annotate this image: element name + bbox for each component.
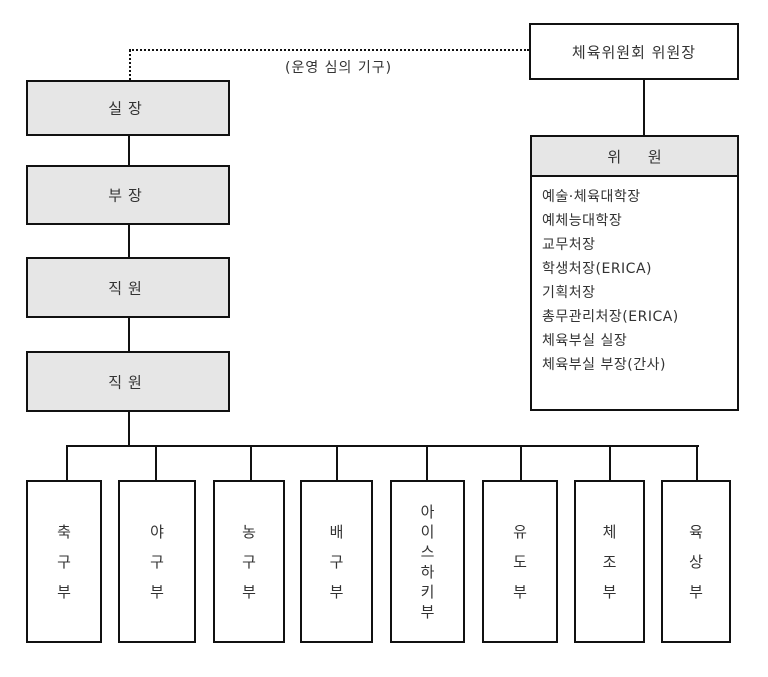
member-item: 예술·체육대학장 — [542, 189, 641, 205]
member-item: 체육부실 부장(간사) — [542, 357, 666, 373]
director-box: 실장 — [26, 80, 230, 136]
teams-bus-line — [66, 445, 699, 447]
connector-staff-staff — [128, 318, 130, 351]
committee-chair-label: 체육위원회 위원장 — [571, 43, 697, 61]
chair-to-members-connector — [643, 80, 645, 135]
team-label-char: 유 — [513, 522, 527, 541]
team-connector — [250, 446, 252, 480]
staff-box-1: 직원 — [26, 257, 230, 318]
member-item: 교무처장 — [542, 237, 596, 253]
staff-box-2: 직원 — [26, 351, 230, 412]
team-connector — [520, 446, 522, 480]
connector-director-manager — [128, 136, 130, 166]
team-label-char: 부 — [329, 582, 344, 601]
team-label-char: 부 — [689, 582, 703, 601]
committee-members-box: 위 원 예술·체육대학장 예체능대학장 교무처장 학생처장(ERICA) 기획처… — [530, 135, 739, 411]
team-label-char: 부 — [242, 582, 256, 601]
team-label-char: 키 — [420, 582, 435, 601]
staff-label-1: 직원 — [108, 279, 148, 297]
staff-label-2: 직원 — [108, 373, 148, 391]
team-connector — [336, 446, 338, 480]
team-label-char: 스 — [420, 542, 435, 561]
members-header: 위 원 — [532, 137, 737, 177]
member-item: 체육부실 실장 — [542, 333, 628, 349]
connector-manager-staff — [128, 225, 130, 257]
manager-label: 부장 — [108, 186, 148, 205]
team-label-char: 체 — [602, 522, 617, 541]
team-connector — [696, 446, 698, 480]
team-label-char: 부 — [420, 602, 435, 621]
team-label-char: 축 — [57, 522, 71, 541]
advisory-note: (운영 심의 기구) — [285, 60, 393, 76]
team-label-char: 부 — [602, 582, 617, 601]
team-label-char: 구 — [150, 552, 164, 571]
connector-staff-teams — [128, 412, 130, 447]
team-label-char: 야 — [150, 522, 164, 541]
team-label-char: 이 — [420, 522, 435, 541]
team-label-char: 구 — [57, 552, 71, 571]
team-label-char: 구 — [242, 552, 256, 571]
team-label-char: 하 — [420, 562, 435, 581]
team-label-char: 육 — [689, 522, 703, 541]
team-connector — [155, 446, 157, 480]
members-list: 예술·체육대학장 예체능대학장 교무처장 학생처장(ERICA) 기획처장 총무… — [532, 177, 737, 377]
team-label-char: 조 — [602, 552, 617, 571]
member-item: 학생처장(ERICA) — [542, 261, 652, 277]
member-item: 기획처장 — [542, 285, 596, 301]
manager-box: 부장 — [26, 165, 230, 225]
team-label-char: 부 — [513, 582, 527, 601]
team-label-char: 배 — [329, 522, 344, 541]
advisory-connector-horizontal — [129, 49, 529, 51]
committee-chair-box: 체육위원회 위원장 — [529, 23, 739, 80]
team-label-char: 아 — [420, 502, 435, 521]
team-label-char: 농 — [242, 522, 256, 541]
advisory-connector-vertical — [129, 50, 131, 80]
team-connector — [609, 446, 611, 480]
team-label-char: 부 — [57, 582, 71, 601]
member-item: 총무관리처장(ERICA) — [542, 309, 679, 325]
team-connector — [426, 446, 428, 480]
team-connector — [66, 446, 68, 480]
team-label-char: 상 — [689, 552, 703, 571]
director-label: 실장 — [108, 99, 148, 118]
team-label-char: 도 — [513, 552, 527, 571]
member-item: 예체능대학장 — [542, 213, 623, 229]
team-label-char: 구 — [329, 552, 344, 571]
team-label-char: 부 — [150, 582, 164, 601]
